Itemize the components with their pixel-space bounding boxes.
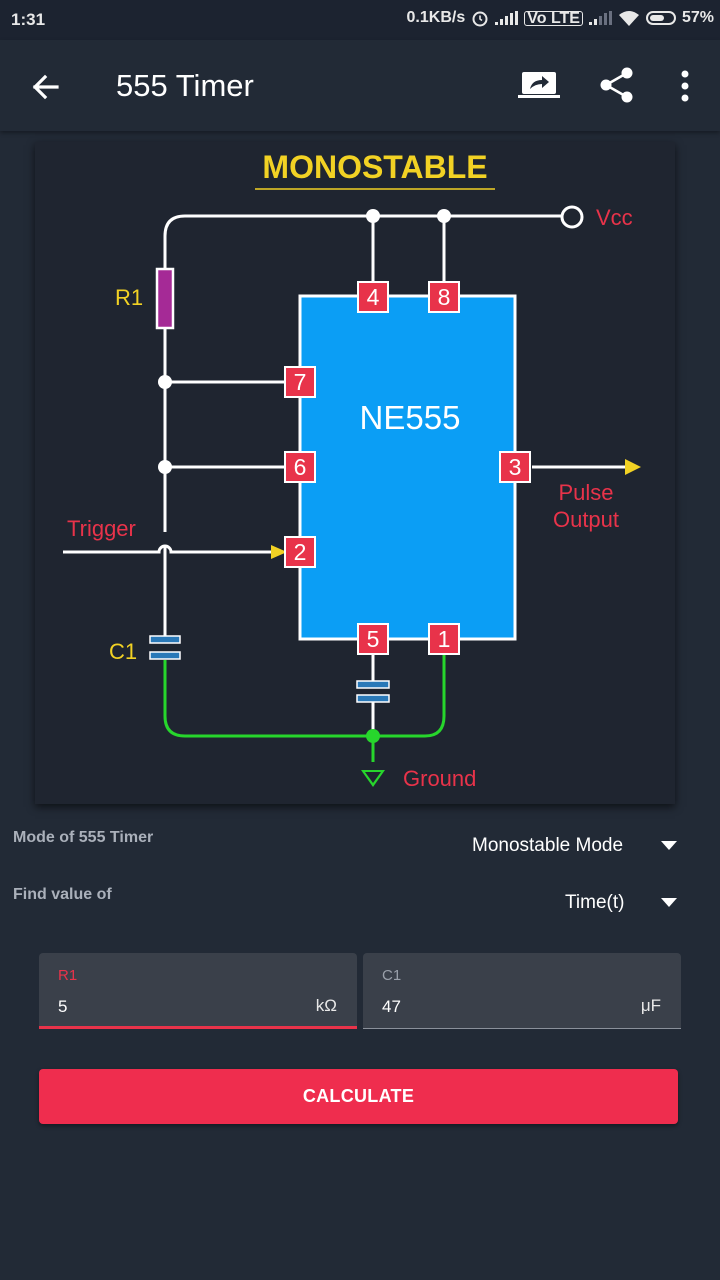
c1-field-label: C1 xyxy=(382,967,402,984)
pin-5: 5 xyxy=(357,623,389,655)
pin-1: 1 xyxy=(428,623,460,655)
circuit-diagram: MONOSTABLE xyxy=(35,142,675,804)
junction-dots xyxy=(158,209,451,474)
more-vert-icon[interactable] xyxy=(670,68,700,104)
wires xyxy=(63,214,625,739)
trigger-label: Trigger xyxy=(67,516,136,541)
pulse-output-label-1: Pulse xyxy=(558,480,613,505)
signal-icon xyxy=(495,11,519,25)
pulse-output-label-2: Output xyxy=(553,507,619,532)
vcc-terminal xyxy=(560,205,584,229)
diagram-heading: MONOSTABLE xyxy=(262,149,487,185)
ground-label: Ground xyxy=(403,766,476,791)
svg-text:5: 5 xyxy=(367,626,380,652)
c1-field-unit: μF xyxy=(640,996,661,1015)
status-time: 1:31 xyxy=(11,10,46,29)
ne555-chip xyxy=(298,294,517,641)
svg-text:3: 3 xyxy=(509,454,522,480)
control-capacitor xyxy=(356,680,390,703)
r1-field-value[interactable]: 5 xyxy=(58,997,68,1016)
chip-label: NE555 xyxy=(360,399,461,436)
ground-junction-dot xyxy=(366,729,380,743)
vcc-label: Vcc xyxy=(596,205,633,230)
r1-resistor xyxy=(155,267,175,330)
signal-2-icon xyxy=(588,11,612,25)
mode-dropdown-caret-icon[interactable] xyxy=(661,841,677,850)
svg-text:6: 6 xyxy=(294,454,307,480)
svg-text:4: 4 xyxy=(367,284,380,310)
mode-dropdown[interactable]: Monostable Mode xyxy=(472,835,624,856)
mode-label: Mode of 555 Timer xyxy=(13,829,154,846)
c1-capacitor xyxy=(149,635,181,660)
status-icons: 0.1KB/s Vo LTE 57% xyxy=(407,9,714,27)
pin-8: 8 xyxy=(428,281,460,313)
app-bar: 555 Timer xyxy=(0,40,720,131)
svg-text:8: 8 xyxy=(438,284,451,310)
battery-percent: 57% xyxy=(681,9,714,26)
alarm-icon xyxy=(472,11,488,27)
pin-3: 3 xyxy=(499,451,531,483)
pin-4: 4 xyxy=(357,281,389,313)
pin-7: 7 xyxy=(284,366,316,398)
r1-field-underline xyxy=(39,1026,357,1029)
volte-badge: Vo LTE xyxy=(524,10,583,26)
share-icon[interactable] xyxy=(598,66,636,104)
ground-wires xyxy=(163,652,446,762)
calculate-button[interactable]: CALCULATE xyxy=(39,1069,678,1124)
trigger-arrow-icon xyxy=(271,545,287,559)
r1-field-unit: kΩ xyxy=(315,996,337,1015)
ground-symbol-inner xyxy=(365,772,381,783)
svg-text:2: 2 xyxy=(294,539,307,565)
r1-field-label: R1 xyxy=(58,967,78,984)
r1-label: R1 xyxy=(115,285,143,310)
svg-text:1: 1 xyxy=(438,626,451,652)
find-value-label: Find value of xyxy=(13,886,112,903)
battery-icon xyxy=(645,11,676,25)
status-bar: 1:31 0.1KB/s Vo LTE 57% xyxy=(0,0,720,40)
svg-text:7: 7 xyxy=(294,369,307,395)
page-title: 555 Timer xyxy=(116,68,254,103)
find-value-dropdown[interactable]: Time(t) xyxy=(565,892,625,913)
circuit-diagram-svg: MONOSTABLE xyxy=(63,149,641,791)
back-arrow-icon[interactable] xyxy=(26,67,66,107)
pin-6: 6 xyxy=(284,451,316,483)
c1-label: C1 xyxy=(109,639,137,664)
output-arrow-icon xyxy=(625,459,641,475)
c1-field-underline xyxy=(363,1028,681,1029)
wifi-icon xyxy=(618,11,639,26)
c1-input-field[interactable]: C1 47 μF xyxy=(363,953,681,1029)
network-speed: 0.1KB/s xyxy=(406,9,466,26)
cast-icon[interactable] xyxy=(518,68,562,104)
c1-field-value[interactable]: 47 xyxy=(382,997,401,1016)
find-value-dropdown-caret-icon[interactable] xyxy=(661,898,677,907)
pin-2: 2 xyxy=(284,536,316,568)
r1-input-field[interactable]: R1 5 kΩ xyxy=(39,953,357,1029)
